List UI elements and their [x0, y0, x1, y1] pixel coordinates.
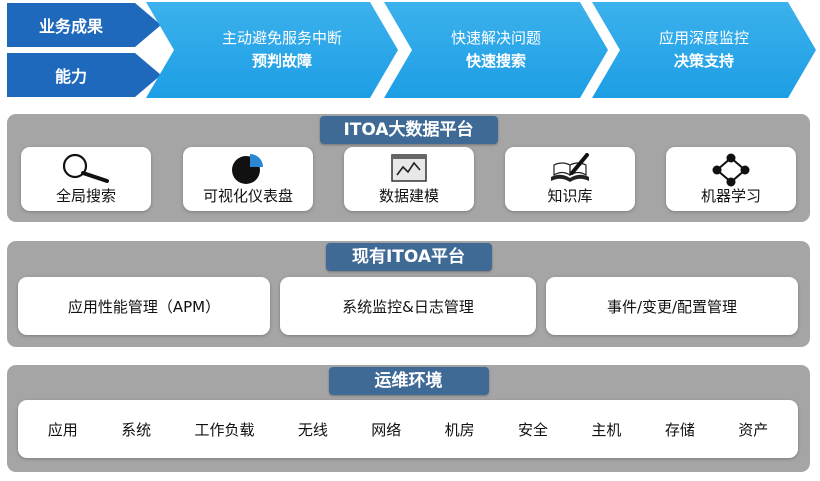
env-item: 应用 — [47, 420, 78, 439]
env-item: 资产 — [738, 420, 769, 439]
stage-outcome: 应用深度监控 — [658, 29, 749, 47]
env-item: 系统 — [121, 420, 152, 439]
existing-label: 事件/变更/配置管理 — [606, 297, 738, 316]
existing-label: 应用性能管理（APM） — [67, 297, 221, 316]
existing-panel: 现有ITOA平台 应用性能管理（APM） 系统监控&日志管理 事件/变更/配置管… — [7, 241, 810, 347]
tool-card-knowledge: 知识库 — [505, 147, 635, 211]
existing-card-monitoring: 系统监控&日志管理 — [280, 277, 536, 335]
stage-chevron-3: 应用深度监控 决策支持 — [592, 2, 816, 98]
env-item: 工作负载 — [194, 420, 255, 439]
stage-chevron-1: 主动避免服务中断 预判故障 — [146, 2, 398, 98]
env-item: 网络 — [371, 420, 402, 439]
env-item: 无线 — [297, 420, 328, 439]
network-nodes-icon — [712, 153, 750, 187]
bigdata-panel: ITOA大数据平台 全局搜索 可视化仪表盘 数据建模 知识库 — [7, 114, 810, 222]
existing-title: 现有ITOA平台 — [325, 243, 492, 271]
magnifier-icon — [62, 153, 109, 183]
tool-card-ml: 机器学习 — [666, 147, 796, 211]
env-item: 存储 — [664, 420, 695, 439]
env-panel: 运维环境 应用 系统 工作负载 无线 网络 机房 安全 主机 存储 资产 — [7, 365, 810, 472]
existing-card-itsm: 事件/变更/配置管理 — [546, 277, 798, 335]
tool-label: 知识库 — [547, 187, 593, 205]
env-item: 主机 — [591, 420, 622, 439]
chart-window-icon — [391, 154, 427, 182]
env-item: 安全 — [518, 420, 549, 439]
stage-outcome: 主动避免服务中断 — [221, 29, 342, 47]
tool-card-dashboard: 可视化仪表盘 — [183, 147, 313, 211]
capability-tab: 能力 — [7, 53, 135, 97]
stage-outcome: 快速解决问题 — [450, 29, 541, 47]
stage-chevron-2: 快速解决问题 快速搜索 — [384, 2, 608, 98]
book-pen-icon — [551, 153, 589, 182]
existing-label: 系统监控&日志管理 — [342, 297, 474, 316]
stage-capability: 决策支持 — [673, 52, 734, 70]
tool-label: 机器学习 — [700, 187, 761, 205]
tool-card-modeling: 数据建模 — [344, 147, 474, 211]
env-item: 机房 — [444, 420, 475, 439]
tool-label: 全局搜索 — [55, 187, 116, 205]
stage-capability: 快速搜索 — [465, 52, 526, 70]
stage-capability: 预判故障 — [251, 52, 312, 70]
existing-card-apm: 应用性能管理（APM） — [18, 277, 270, 335]
tool-label: 数据建模 — [378, 187, 439, 205]
tool-card-search: 全局搜索 — [21, 147, 151, 211]
outcome-tab: 业务成果 — [7, 3, 135, 47]
env-card: 应用 系统 工作负载 无线 网络 机房 安全 主机 存储 资产 — [18, 400, 798, 458]
env-items-row: 应用 系统 工作负载 无线 网络 机房 安全 主机 存储 资产 — [18, 400, 798, 458]
bigdata-title: ITOA大数据平台 — [319, 116, 498, 144]
pie-chart-icon — [232, 154, 263, 184]
tool-label: 可视化仪表盘 — [202, 187, 293, 205]
env-title: 运维环境 — [328, 367, 489, 395]
